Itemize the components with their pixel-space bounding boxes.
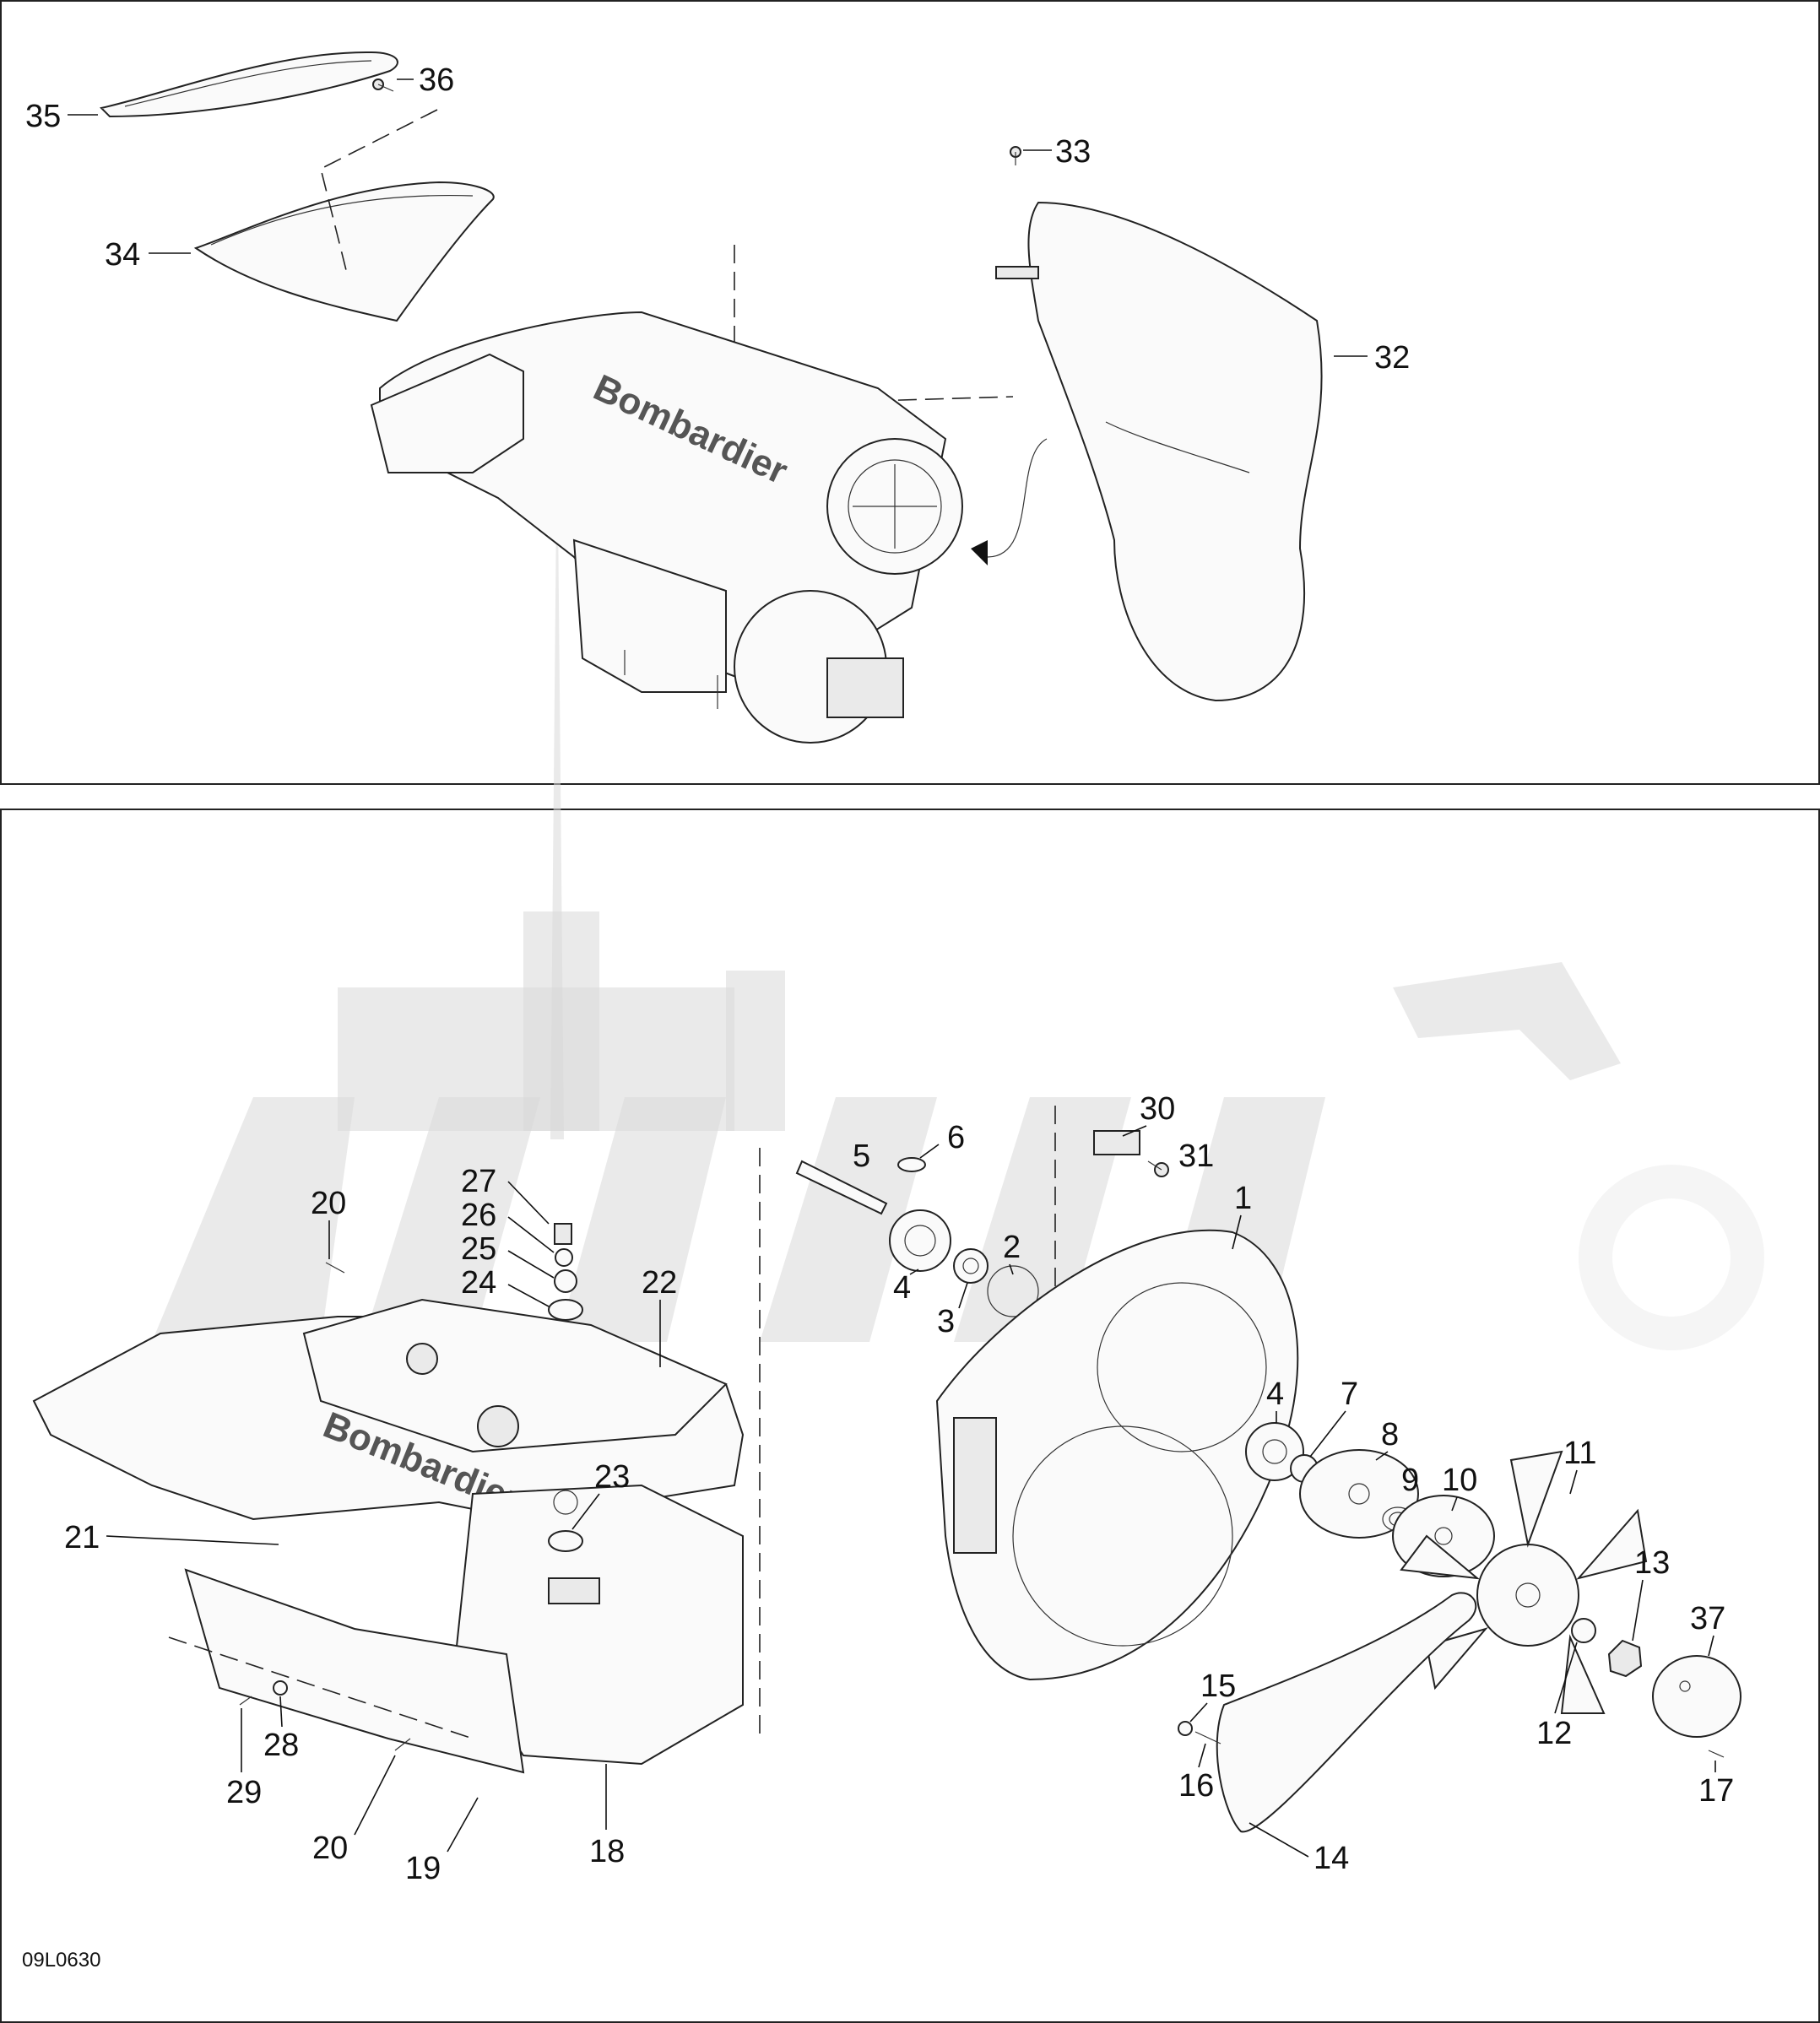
callout-2: 2 (1003, 1230, 1021, 1265)
callout-4-lower: 4 (1266, 1377, 1284, 1412)
part-17-screw (1708, 1750, 1725, 1758)
part-35-gasket (100, 51, 398, 118)
callout-15: 15 (1200, 1669, 1236, 1704)
callout-37: 37 (1690, 1601, 1725, 1636)
part-6-key (897, 1157, 926, 1172)
callout-19: 19 (405, 1851, 441, 1886)
engine-assembly-top: Bombardier (370, 311, 963, 744)
part-28-washer (273, 1680, 288, 1696)
diagram-code: 09L0630 (22, 1949, 100, 1972)
top-diagram-panel (0, 0, 1820, 785)
part-24-grommet (548, 1299, 583, 1321)
callout-5: 5 (853, 1139, 870, 1174)
part-30-clip (1093, 1130, 1140, 1155)
part-25-washer (554, 1269, 577, 1293)
part-20-screw-upper (325, 1262, 345, 1274)
callout-23: 23 (594, 1459, 630, 1495)
part-18-housing (454, 1484, 744, 1766)
part-3-washer (953, 1248, 989, 1284)
part-1-fan-cover (935, 1229, 1299, 1681)
callout-21: 21 (64, 1520, 100, 1555)
part-33-screw (1010, 146, 1021, 165)
part-12-washer (1571, 1618, 1596, 1643)
callout-33: 33 (1055, 134, 1091, 170)
part-31-screw (1147, 1160, 1169, 1177)
part-20-screw-lower (394, 1738, 411, 1751)
callout-24: 24 (461, 1265, 496, 1301)
callout-11: 11 (1563, 1436, 1596, 1471)
callout-30: 30 (1140, 1091, 1175, 1127)
part-14-belt (1216, 1592, 1477, 1833)
part-4-bearing-upper (889, 1209, 951, 1272)
callout-18: 18 (589, 1834, 625, 1869)
callout-22: 22 (642, 1265, 677, 1301)
part-27-screw (554, 1223, 572, 1245)
part-11-fan (1400, 1450, 1648, 1714)
part-36-screw (372, 78, 394, 92)
part-34-cover (193, 181, 495, 322)
part-16-screw (1194, 1731, 1221, 1744)
callout-9: 9 (1401, 1463, 1419, 1498)
callout-6: 6 (947, 1120, 965, 1155)
part-15-washer (1178, 1721, 1193, 1736)
part-8-pulley-half (1299, 1449, 1419, 1539)
callout-35: 35 (25, 99, 61, 134)
part-4-bearing-lower (1245, 1422, 1304, 1481)
callout-7: 7 (1341, 1377, 1358, 1412)
callout-13: 13 (1634, 1545, 1670, 1581)
callout-28: 28 (263, 1728, 299, 1763)
callout-34: 34 (105, 237, 140, 273)
watermark-logo (152, 422, 1764, 1350)
part-5-shaft (795, 1160, 888, 1215)
callout-14: 14 (1314, 1841, 1349, 1876)
callout-32: 32 (1374, 340, 1410, 376)
callout-4-upper: 4 (893, 1270, 911, 1306)
fan-housing-arrow (987, 438, 1048, 558)
callout-25: 25 (461, 1231, 496, 1267)
part-19-bracket (184, 1568, 525, 1774)
callout-10: 10 (1442, 1463, 1477, 1498)
callout-26: 26 (461, 1198, 496, 1233)
part-26-washer (555, 1248, 573, 1267)
part-32-fan-housing (995, 201, 1323, 702)
part-23-grommet (548, 1530, 583, 1552)
callout-27: 27 (461, 1164, 496, 1199)
part-37-cap (1652, 1655, 1741, 1738)
callout-16: 16 (1178, 1768, 1214, 1804)
part-22-cover-assembly: Bombardier (32, 1298, 745, 1521)
callout-29: 29 (226, 1775, 262, 1810)
top-dash-leader-1 (320, 109, 438, 271)
callout-8: 8 (1381, 1417, 1399, 1452)
callout-20-lower: 20 (312, 1831, 348, 1866)
callout-1: 1 (1234, 1181, 1252, 1216)
part-29-screw (239, 1696, 252, 1706)
callout-3: 3 (937, 1304, 955, 1339)
callout-12: 12 (1536, 1716, 1572, 1751)
callout-20-upper: 20 (311, 1186, 346, 1221)
part-13-nut (1607, 1639, 1643, 1678)
arrow-head-icon (971, 540, 988, 565)
callout-31: 31 (1178, 1139, 1214, 1174)
part-2-retaining-ring (987, 1265, 1039, 1317)
callout-36: 36 (419, 62, 454, 98)
callout-17: 17 (1698, 1773, 1734, 1809)
